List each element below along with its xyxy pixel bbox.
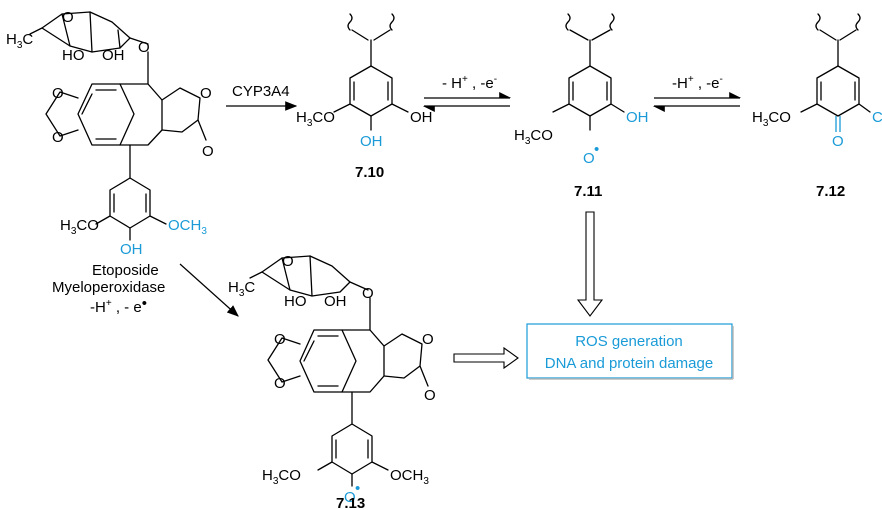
svg-text:H3CO: H3CO [60,217,99,237]
etoposide-label: Etoposide [92,262,159,279]
compound-710: H3CO OH OH 7.10 [296,13,433,181]
label-712: 7.12 [816,183,845,200]
svg-text:•: • [355,480,360,497]
etoposide-atoms: H3C HO OH O O O O O O H3CO OCH3 OH Etopo… [6,9,214,279]
svg-text:OCH3: OCH3 [390,467,429,487]
svg-text:OH: OH [120,241,143,258]
svg-text:H3CO: H3CO [752,109,791,129]
svg-text:OH: OH [360,133,383,150]
svg-text:HO: HO [62,47,85,64]
svg-text:-H+ , -e-: -H+ , -e- [672,74,723,92]
svg-text:O: O [52,85,64,102]
svg-text:OH: OH [324,293,347,310]
svg-text:O: O [52,129,64,146]
outcome-line-1: ROS generation [575,333,683,350]
equilibrium-2: -H+ , -e- [652,74,742,112]
label-711: 7.11 [574,183,602,200]
svg-text:HO: HO [284,293,307,310]
outcome-line-2: DNA and protein damage [545,355,713,372]
svg-text:OH: OH [410,109,433,126]
svg-text:•: • [594,141,599,158]
hollow-arrow-down [576,211,604,317]
svg-text:O: O [583,150,595,167]
svg-text:H3CO: H3CO [514,127,553,147]
svg-text:O: O [274,375,286,392]
svg-text:O: O [344,489,356,506]
mpo-conditions: -H+ , - e• [90,295,147,316]
svg-text:O: O [274,331,286,348]
hollow-arrow-right [453,346,519,370]
svg-text:O: O [138,39,150,56]
svg-text:OH: OH [102,47,125,64]
compound-711: H3CO OH O • 7.11 [514,13,649,200]
equilibrium-1: - H+ , -e- [422,74,512,112]
svg-text:O: O [62,9,74,26]
mpo-arrow [179,263,239,317]
svg-text:O: O [202,143,214,160]
svg-text:O: O [832,133,844,150]
svg-text:OCH3: OCH3 [168,217,207,237]
svg-text:- H+ , -e-: - H+ , -e- [442,74,497,92]
mpo-label: Myeloperoxidase [52,279,165,296]
svg-text:O: O [422,331,434,348]
label-713: 7.13 [336,495,365,510]
compound-712: H3CO C O 7.12 [752,13,882,200]
outcome-box: ROS generation DNA and protein damage [526,323,734,380]
compound-713: H3C HO OH O O O O O O H3CO OCH3 O • [228,253,436,506]
svg-text:H3CO: H3CO [296,109,335,129]
svg-text:O: O [282,253,294,270]
svg-text:H3C: H3C [6,31,33,51]
svg-text:O: O [362,285,374,302]
svg-text:O: O [424,387,436,404]
etoposide-structure [29,11,207,241]
svg-text:H3C: H3C [228,279,255,299]
svg-text:C: C [872,109,882,126]
svg-text:OH: OH [626,109,649,126]
svg-text:O: O [200,85,212,102]
svg-text:H3CO: H3CO [262,467,301,487]
cyp-label: CYP3A4 [232,83,290,100]
label-710: 7.10 [355,164,384,181]
